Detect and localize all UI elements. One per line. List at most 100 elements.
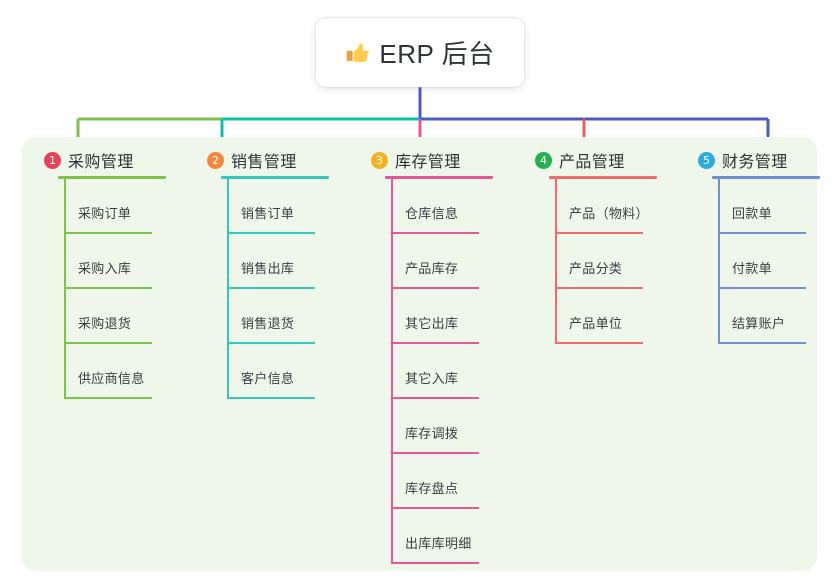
menu-item[interactable]: 付款单: [718, 234, 839, 289]
column-header-sales[interactable]: 2 销售管理: [205, 148, 355, 172]
column-sales: 2 销售管理销售订单销售出库销售退货客户信息: [205, 148, 355, 399]
menu-item-underline: [64, 342, 152, 344]
column-purchase: 1 采购管理采购订单采购入库采购退货供应商信息: [42, 148, 192, 399]
menu-item-underline: [555, 232, 643, 234]
column-items-product: 产品（物料） 产品分类产品单位: [555, 179, 683, 344]
menu-item[interactable]: 仓库信息: [391, 179, 519, 234]
menu-item-underline: [64, 232, 152, 234]
menu-item-underline: [718, 342, 806, 344]
column-badge-finance: 5: [698, 151, 715, 169]
column-spine-inventory: [391, 178, 393, 563]
column-underline-sales: [221, 176, 329, 179]
column-header-finance[interactable]: 5 财务管理: [696, 148, 839, 172]
menu-item-label: 出库库明细: [405, 536, 472, 551]
column-items-finance: 回款单付款单结算账户: [718, 179, 839, 344]
menu-item-underline: [391, 562, 479, 564]
thumbs-up-icon: [345, 40, 370, 65]
column-title-sales: 销售管理: [231, 154, 297, 171]
menu-item[interactable]: 库存盘点: [391, 454, 519, 509]
menu-item-label: 供应商信息: [78, 371, 145, 386]
column-header-inventory[interactable]: 3 库存管理: [369, 148, 519, 172]
menu-item[interactable]: 采购入库: [64, 234, 192, 289]
menu-item-underline: [555, 287, 643, 289]
menu-item-underline: [391, 507, 479, 509]
root-title: ERP 后台: [345, 34, 494, 71]
column-underline-purchase: [58, 176, 166, 179]
menu-item-label: 产品（物料）: [569, 206, 649, 221]
column-underline-finance: [712, 176, 820, 179]
column-title-inventory: 库存管理: [395, 154, 461, 171]
menu-item[interactable]: 采购退货: [64, 289, 192, 344]
menu-item-label: 结算账户: [732, 316, 786, 331]
menu-item[interactable]: 销售出库: [227, 234, 355, 289]
menu-item-label: 采购退货: [78, 316, 132, 331]
root-title-text: ERP 后台: [379, 39, 495, 69]
menu-item-label: 销售出库: [241, 261, 295, 276]
column-items-inventory: 仓库信息产品库存其它出库其它入库库存调拨库存盘点出库库明细: [391, 179, 519, 564]
menu-item[interactable]: 产品（物料）: [555, 179, 683, 234]
menu-item-label: 回款单: [732, 206, 772, 221]
column-items-sales: 销售订单销售出库销售退货客户信息: [227, 179, 355, 399]
menu-item-label: 采购订单: [78, 206, 132, 221]
menu-item[interactable]: 库存调拨: [391, 399, 519, 454]
column-items-purchase: 采购订单采购入库采购退货供应商信息: [64, 179, 192, 399]
menu-item[interactable]: 产品分类: [555, 234, 683, 289]
menu-item[interactable]: 销售订单: [227, 179, 355, 234]
menu-item-underline: [391, 397, 479, 399]
menu-item-label: 库存调拨: [405, 426, 459, 441]
menu-item-underline: [555, 342, 643, 344]
column-badge-product: 4: [535, 151, 552, 169]
column-badge-sales: 2: [207, 151, 224, 169]
menu-item-label: 客户信息: [241, 371, 295, 386]
menu-item-underline: [718, 232, 806, 234]
menu-item-label: 仓库信息: [405, 206, 459, 221]
menu-item[interactable]: 产品库存: [391, 234, 519, 289]
column-spine-finance: [718, 178, 720, 343]
menu-item-label: 付款单: [732, 261, 772, 276]
menu-item-underline: [391, 342, 479, 344]
menu-item-underline: [64, 397, 152, 399]
column-badge-inventory: 3: [371, 151, 388, 169]
menu-item[interactable]: 其它入库: [391, 344, 519, 399]
menu-item-label: 产品分类: [569, 261, 623, 276]
menu-item[interactable]: 采购订单: [64, 179, 192, 234]
column-finance: 5 财务管理回款单付款单结算账户: [696, 148, 839, 344]
menu-item[interactable]: 出库库明细: [391, 509, 519, 564]
menu-item-underline: [227, 342, 315, 344]
root-title-card[interactable]: ERP 后台: [316, 18, 524, 87]
menu-item[interactable]: 供应商信息: [64, 344, 192, 399]
menu-item[interactable]: 回款单: [718, 179, 839, 234]
menu-item[interactable]: 产品单位: [555, 289, 683, 344]
menu-item-label: 产品库存: [405, 261, 459, 276]
menu-item-underline: [227, 397, 315, 399]
modules-panel: [22, 137, 817, 571]
menu-item-label: 销售订单: [241, 206, 295, 221]
column-title-finance: 财务管理: [722, 154, 788, 171]
menu-item-underline: [718, 287, 806, 289]
column-badge-purchase: 1: [44, 151, 61, 169]
menu-item-underline: [227, 287, 315, 289]
menu-item-underline: [227, 232, 315, 234]
column-header-purchase[interactable]: 1 采购管理: [42, 148, 192, 172]
menu-item-label: 库存盘点: [405, 481, 459, 496]
menu-item-underline: [391, 232, 479, 234]
menu-item-underline: [391, 452, 479, 454]
menu-item-label: 采购入库: [78, 261, 132, 276]
menu-item[interactable]: 销售退货: [227, 289, 355, 344]
menu-item-underline: [64, 287, 152, 289]
menu-item[interactable]: 客户信息: [227, 344, 355, 399]
menu-item[interactable]: 结算账户: [718, 289, 839, 344]
column-title-purchase: 采购管理: [68, 154, 134, 171]
menu-item-label: 产品单位: [569, 316, 623, 331]
column-spine-product: [555, 178, 557, 343]
menu-item-underline: [391, 287, 479, 289]
column-inventory: 3 库存管理仓库信息产品库存其它出库其它入库库存调拨库存盘点出库库明细: [369, 148, 519, 564]
menu-item[interactable]: 其它出库: [391, 289, 519, 344]
column-underline-product: [549, 176, 657, 179]
menu-item-label: 其它出库: [405, 316, 459, 331]
menu-item-label: 销售退货: [241, 316, 295, 331]
column-underline-inventory: [385, 176, 493, 179]
